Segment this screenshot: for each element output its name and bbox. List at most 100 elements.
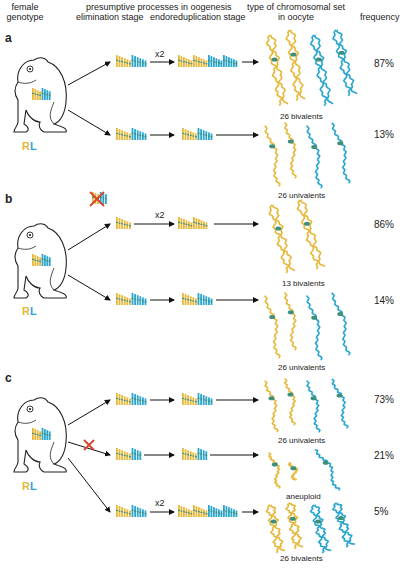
chromosome-bar	[186, 220, 188, 229]
karyotype-icon	[178, 55, 237, 67]
chromosome-bar	[37, 430, 39, 440]
centromere-mark	[223, 60, 225, 61]
centromere-mark	[205, 300, 207, 301]
centromere-mark	[137, 134, 139, 135]
centromere	[290, 466, 296, 470]
centromere-mark	[226, 510, 228, 511]
chromosome-bar	[46, 90, 48, 100]
frog-outline	[14, 224, 66, 298]
process-arrow	[68, 110, 110, 135]
chromosome-bar	[142, 509, 144, 517]
centromere-mark	[32, 259, 34, 260]
frog-leg	[50, 268, 54, 290]
centromere-mark	[182, 398, 184, 399]
centromere-mark	[44, 433, 46, 434]
karyotype-icon	[116, 393, 146, 405]
centromere	[316, 58, 322, 62]
centromere-mark	[44, 259, 46, 260]
chromosome-strand	[332, 123, 350, 183]
centromere-mark	[191, 63, 193, 64]
frog-outline	[14, 398, 66, 472]
centromere	[315, 519, 321, 523]
centromere-mark	[124, 400, 126, 401]
chromosome-bar	[102, 193, 104, 204]
chromosome-bar	[137, 507, 139, 517]
centromere-mark	[183, 511, 185, 512]
univalent-chromosome	[331, 293, 351, 356]
chromosome-bar	[195, 454, 197, 461]
centromere-mark	[124, 512, 126, 513]
set-label: 26 bivalents	[280, 113, 323, 122]
multiplier-label: x2	[155, 50, 165, 60]
chromosome-strand	[313, 505, 330, 551]
karyotype-icon	[182, 393, 212, 405]
chromosome-bar	[121, 219, 123, 229]
centromere-mark	[181, 222, 183, 223]
centromere	[269, 396, 275, 400]
univalent-chromosome	[306, 296, 323, 361]
centromere-mark	[198, 453, 200, 454]
centromere-mark	[102, 197, 104, 198]
panel-letter: c	[5, 372, 12, 385]
chromosome-bar	[139, 131, 141, 140]
chromosome-bar	[178, 55, 180, 67]
centromere-mark	[191, 513, 193, 514]
centromere-mark	[200, 453, 202, 454]
centromere-mark	[193, 60, 195, 61]
centromere-mark	[205, 400, 207, 401]
chromosome-bar	[126, 221, 128, 229]
chromosome-bar	[188, 509, 190, 517]
lampbrush-loops	[301, 199, 326, 266]
chromosome-bar	[42, 254, 44, 266]
chromosome-bar	[208, 297, 210, 305]
centromere-mark	[195, 136, 197, 137]
karyotype-icon	[116, 448, 141, 460]
chromosome-bar	[216, 58, 218, 67]
chromosome-bar	[208, 132, 210, 140]
centromere-mark	[195, 301, 197, 302]
set-label: 26 univalents	[278, 364, 325, 373]
centromere-mark	[193, 510, 195, 511]
chromosome-bar	[206, 223, 208, 230]
chromosome-bar	[201, 58, 203, 67]
chromosome-bar	[132, 128, 134, 140]
chromosome-strand	[269, 505, 285, 551]
frog-pupil	[29, 234, 31, 236]
centromere-mark	[186, 512, 188, 513]
chromosome-bar	[137, 295, 139, 305]
chromosome-bar	[142, 297, 144, 305]
lampbrush-loops	[268, 453, 281, 489]
centromere-mark	[208, 60, 210, 61]
chromosome-bar	[200, 394, 202, 405]
bivalent-chromosome	[269, 204, 296, 273]
process-arrow	[216, 300, 258, 301]
chromosome-bar	[198, 507, 200, 517]
centromere-mark	[192, 300, 194, 301]
lampbrush-loops	[264, 381, 279, 433]
chromosome-bar	[195, 134, 197, 141]
process-arrow	[68, 458, 110, 512]
chromosome-bar	[198, 57, 200, 67]
chromosome-bar	[121, 130, 123, 140]
chromosome-bar	[206, 511, 208, 518]
chromosome-strand	[273, 205, 295, 271]
karyotype-icon	[116, 217, 131, 229]
centromere	[290, 517, 296, 521]
chromosome-bar	[34, 255, 36, 266]
chromosome-bar	[124, 220, 126, 229]
univalent-chromosome	[306, 126, 323, 189]
centromere-mark	[236, 513, 238, 514]
chromosome-bar	[132, 55, 134, 67]
column-header: presumptive processes in oogenesis	[86, 3, 232, 13]
chromosome-bar	[198, 293, 200, 305]
centromere-mark	[46, 260, 48, 261]
chromosome-bar	[211, 299, 213, 306]
univalent-chromosome	[331, 123, 351, 184]
centromere-mark	[42, 259, 44, 260]
bivalent-chromosome	[297, 199, 326, 269]
lampbrush-loops	[336, 29, 358, 93]
centromere-mark	[129, 136, 131, 137]
centromere-mark	[191, 225, 193, 226]
chromosome-bar	[208, 397, 210, 405]
chromosome-bar	[198, 393, 200, 405]
